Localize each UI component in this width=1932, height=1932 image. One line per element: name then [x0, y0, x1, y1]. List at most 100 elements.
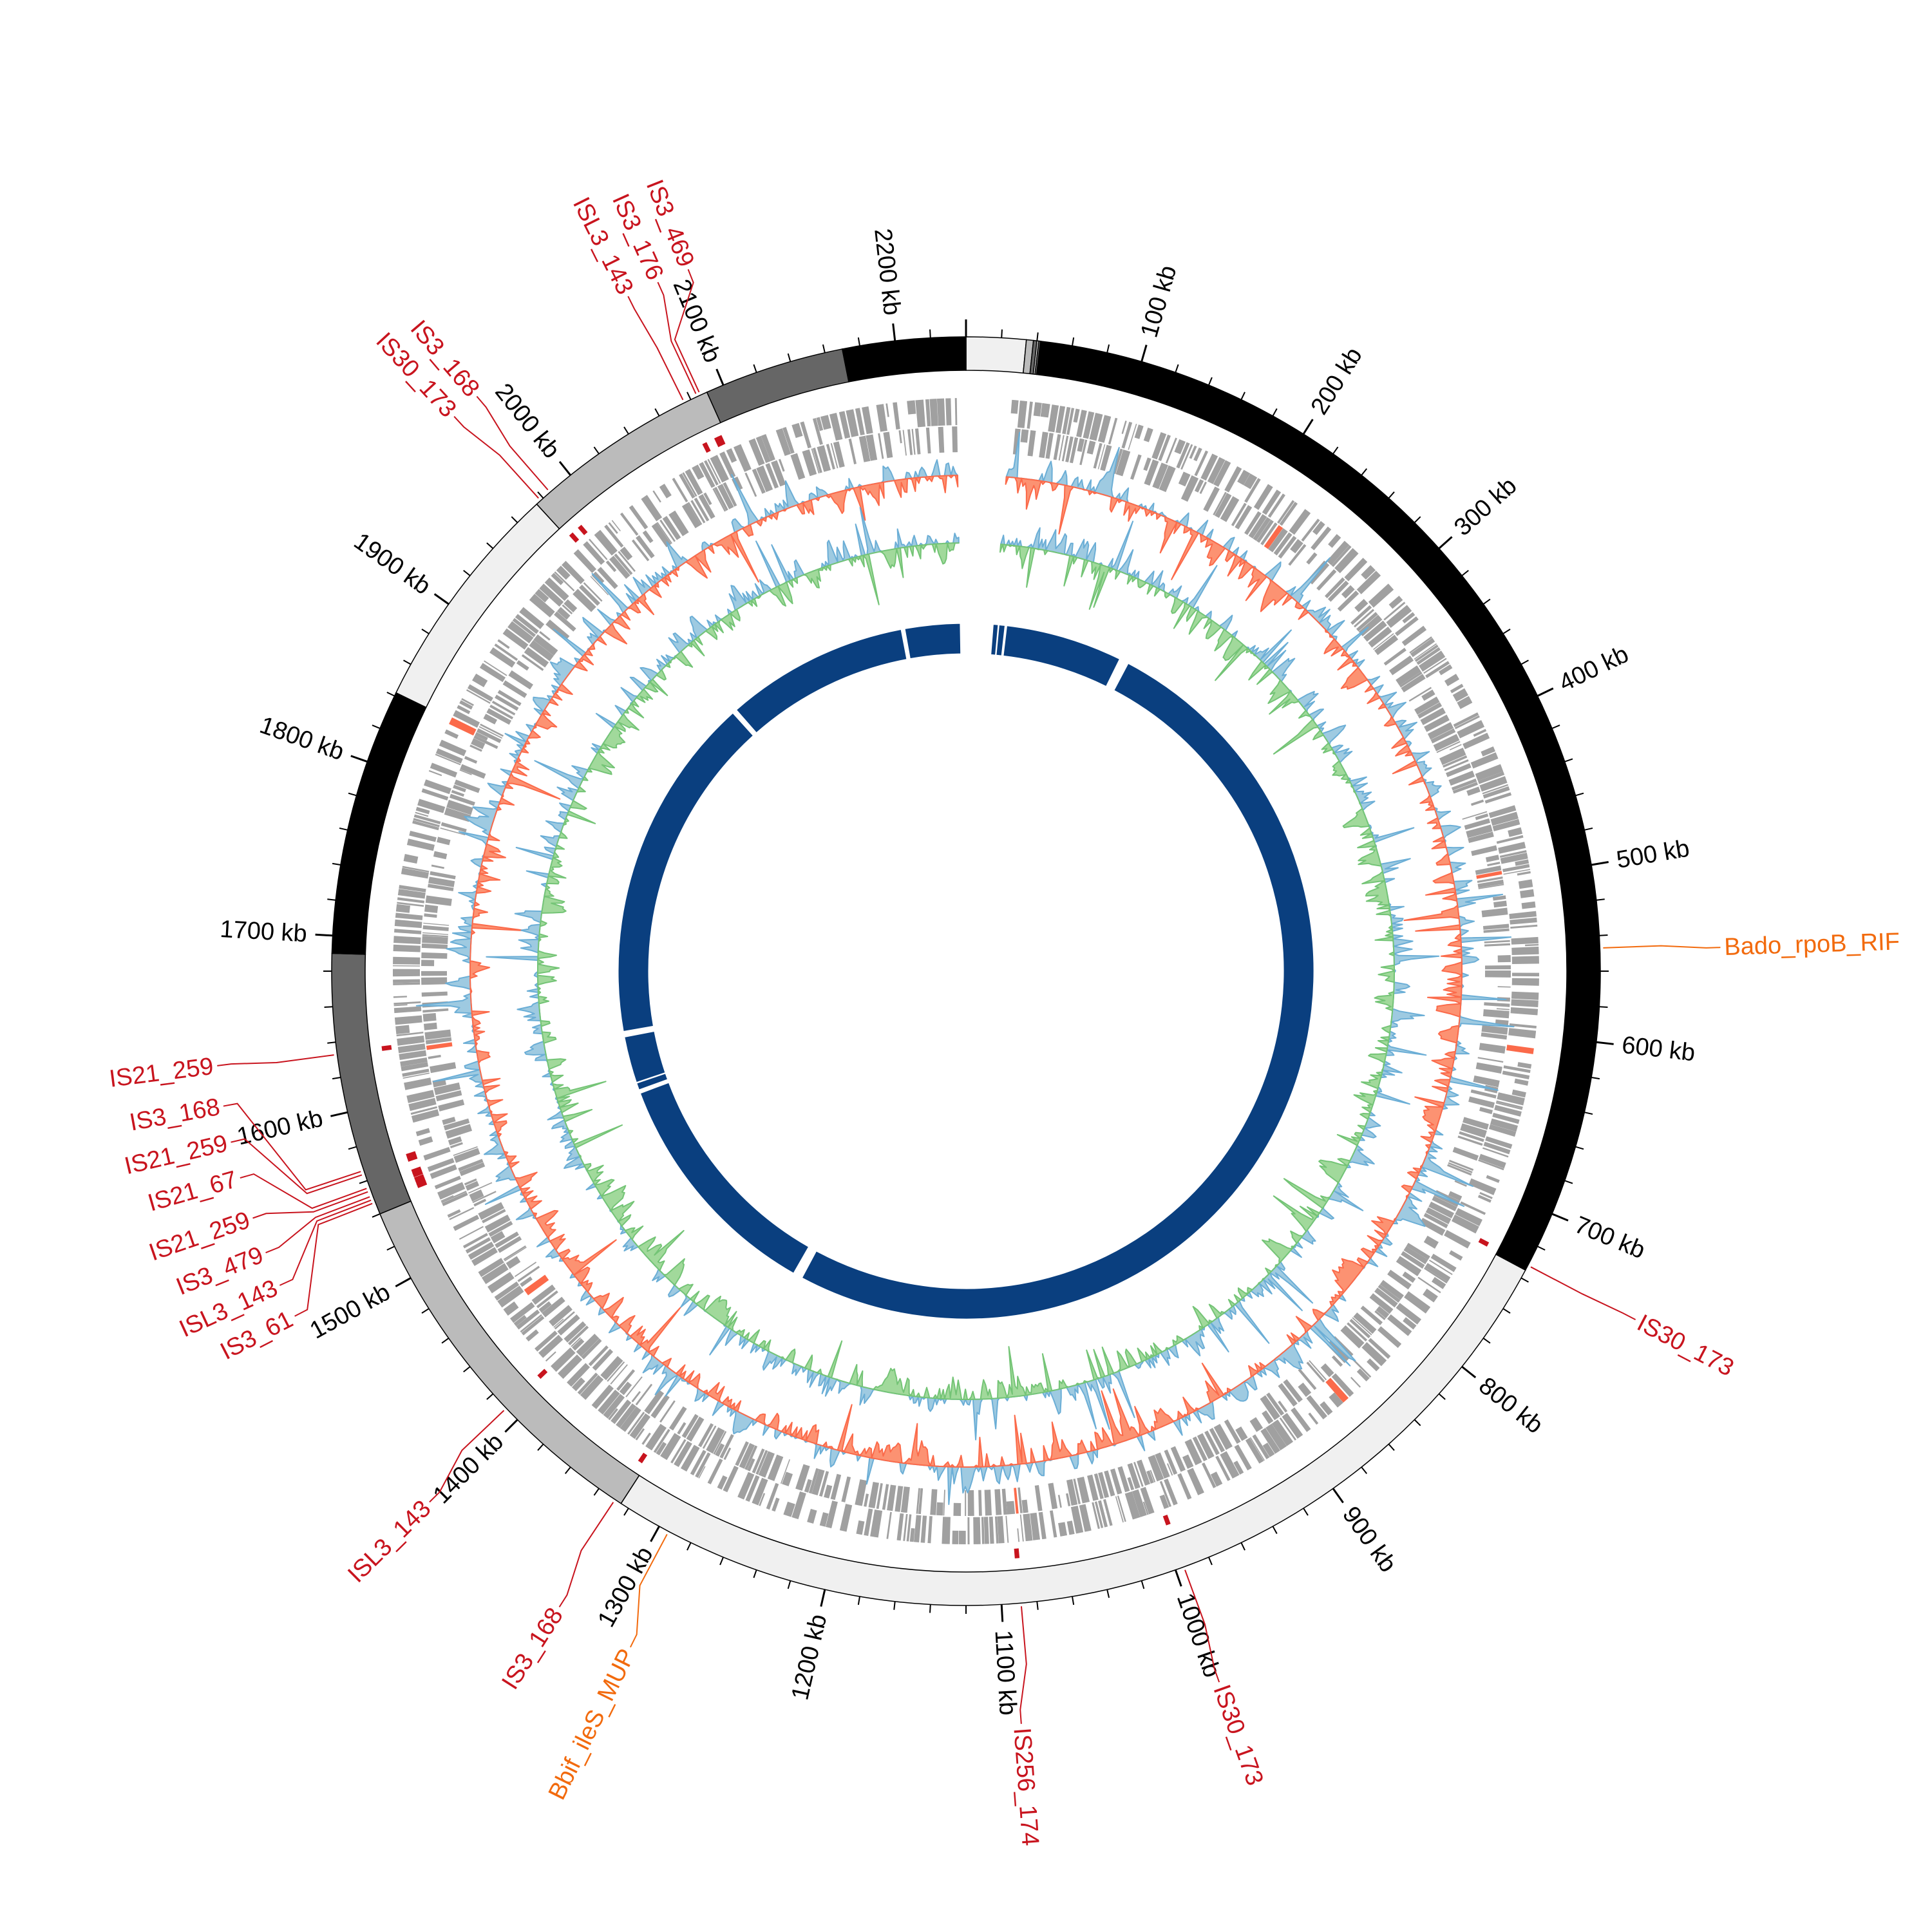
gene-feature: [1320, 1363, 1334, 1378]
gene-feature: [747, 1458, 755, 1472]
major-tick: [1174, 1569, 1182, 1587]
gene-feature: [702, 1425, 717, 1449]
gene-feature: [692, 464, 705, 480]
gene-feature: [1356, 612, 1378, 632]
gene-feature: [489, 705, 514, 720]
minor-tick: [753, 364, 757, 373]
gene-feature: [1130, 454, 1142, 480]
gene-feature: [1325, 1378, 1349, 1403]
minor-tick: [1591, 1077, 1600, 1080]
contig-segment: [706, 348, 849, 424]
gene-feature: [772, 1497, 780, 1512]
gene-feature: [1482, 1147, 1509, 1158]
tick-label: 800 kb: [1473, 1372, 1548, 1439]
gene-feature: [1264, 525, 1283, 549]
major-tick: [1302, 419, 1314, 435]
gene-feature: [422, 934, 448, 938]
gene-feature: [1367, 1358, 1380, 1372]
gene-feature: [422, 936, 448, 944]
gene-feature: [1019, 1514, 1024, 1542]
minor-tick: [1240, 1542, 1245, 1551]
feature-leader-line: [279, 1199, 372, 1286]
gene-feature: [1020, 429, 1029, 443]
gene-feature: [752, 1448, 765, 1473]
gene-feature: [651, 522, 672, 547]
gene-feature: [433, 1082, 461, 1095]
gene-feature: [435, 753, 461, 766]
gene-feature: [512, 618, 536, 638]
gene-feature: [1452, 688, 1469, 702]
gene-feature: [394, 1015, 422, 1025]
gene-feature: [1462, 811, 1488, 820]
gene-feature: [1360, 1305, 1383, 1325]
gene-feature: [1448, 1162, 1473, 1173]
gene-feature: [717, 484, 734, 509]
gene-feature: [1192, 1436, 1208, 1462]
gene-feature: [758, 1451, 775, 1478]
gene-feature: [1368, 1338, 1391, 1359]
tick-label: 500 kb: [1615, 835, 1692, 874]
gene-feature: [453, 1146, 478, 1157]
gene-feature: [1417, 702, 1443, 719]
tick-label: 1200 kb: [786, 1612, 832, 1703]
gene-feature: [1306, 552, 1318, 565]
gene-feature: [393, 982, 421, 985]
alignment-segment: [636, 1073, 668, 1090]
gene-feature: [502, 680, 527, 698]
gene-feature: [1006, 1501, 1016, 1515]
is-element-label: IS3_168: [497, 1603, 569, 1694]
minor-tick: [1584, 827, 1593, 831]
gene-feature: [1312, 521, 1325, 535]
gene-feature: [1482, 786, 1510, 799]
minor-tick: [403, 659, 412, 665]
gene-feature: [422, 932, 449, 935]
gene-feature: [453, 1148, 480, 1163]
gene-feature: [1327, 540, 1350, 565]
gene-feature: [915, 399, 925, 428]
gene-feature: [1433, 734, 1460, 752]
gene-feature: [413, 818, 440, 828]
gene-feature: [811, 448, 820, 474]
gene-feature: [397, 902, 424, 907]
gene-feature: [775, 428, 791, 457]
minor-tick: [857, 1596, 860, 1605]
gene-feature: [866, 434, 878, 461]
gene-feature: [641, 1432, 651, 1445]
gene-feature: [506, 1256, 521, 1269]
gene-feature: [1387, 1269, 1412, 1290]
gene-feature: [1290, 539, 1303, 554]
gene-feature: [393, 1004, 408, 1007]
gene-feature: [609, 555, 630, 579]
gene-feature: [403, 854, 419, 864]
minor-tick: [421, 1308, 430, 1314]
minor-tick: [787, 1580, 791, 1589]
gene-feature: [1170, 1446, 1186, 1472]
gene-feature: [876, 404, 887, 432]
gene-feature: [1030, 1512, 1041, 1540]
gene-feature: [761, 434, 775, 462]
gene-feature: [829, 413, 843, 441]
gene-feature: [510, 1302, 535, 1323]
gene-feature: [1136, 1459, 1151, 1486]
gene-feature: [1086, 440, 1096, 455]
gene-feature: [876, 1482, 883, 1510]
gene-feature: [480, 723, 504, 737]
gene-feature: [1416, 647, 1441, 665]
gene-feature: [481, 1263, 509, 1285]
gene-feature: [423, 922, 450, 926]
tick-label: 1000 kb: [1171, 1590, 1226, 1681]
gene-feature: [1449, 1250, 1463, 1261]
minor-tick: [372, 1213, 381, 1218]
feature-leader-line: [217, 1054, 334, 1066]
gene-feature: [400, 1057, 428, 1067]
gene-feature: [656, 1441, 667, 1455]
gene-feature: [484, 1214, 511, 1233]
gene-feature: [1490, 811, 1519, 826]
gene-feature: [858, 435, 871, 462]
gene-feature: [780, 1459, 790, 1484]
gene-feature: [402, 1072, 430, 1079]
gene-feature: [1100, 444, 1112, 471]
minor-tick: [1072, 337, 1075, 346]
gene-feature: [444, 729, 459, 739]
gene-feature: [1328, 534, 1341, 548]
